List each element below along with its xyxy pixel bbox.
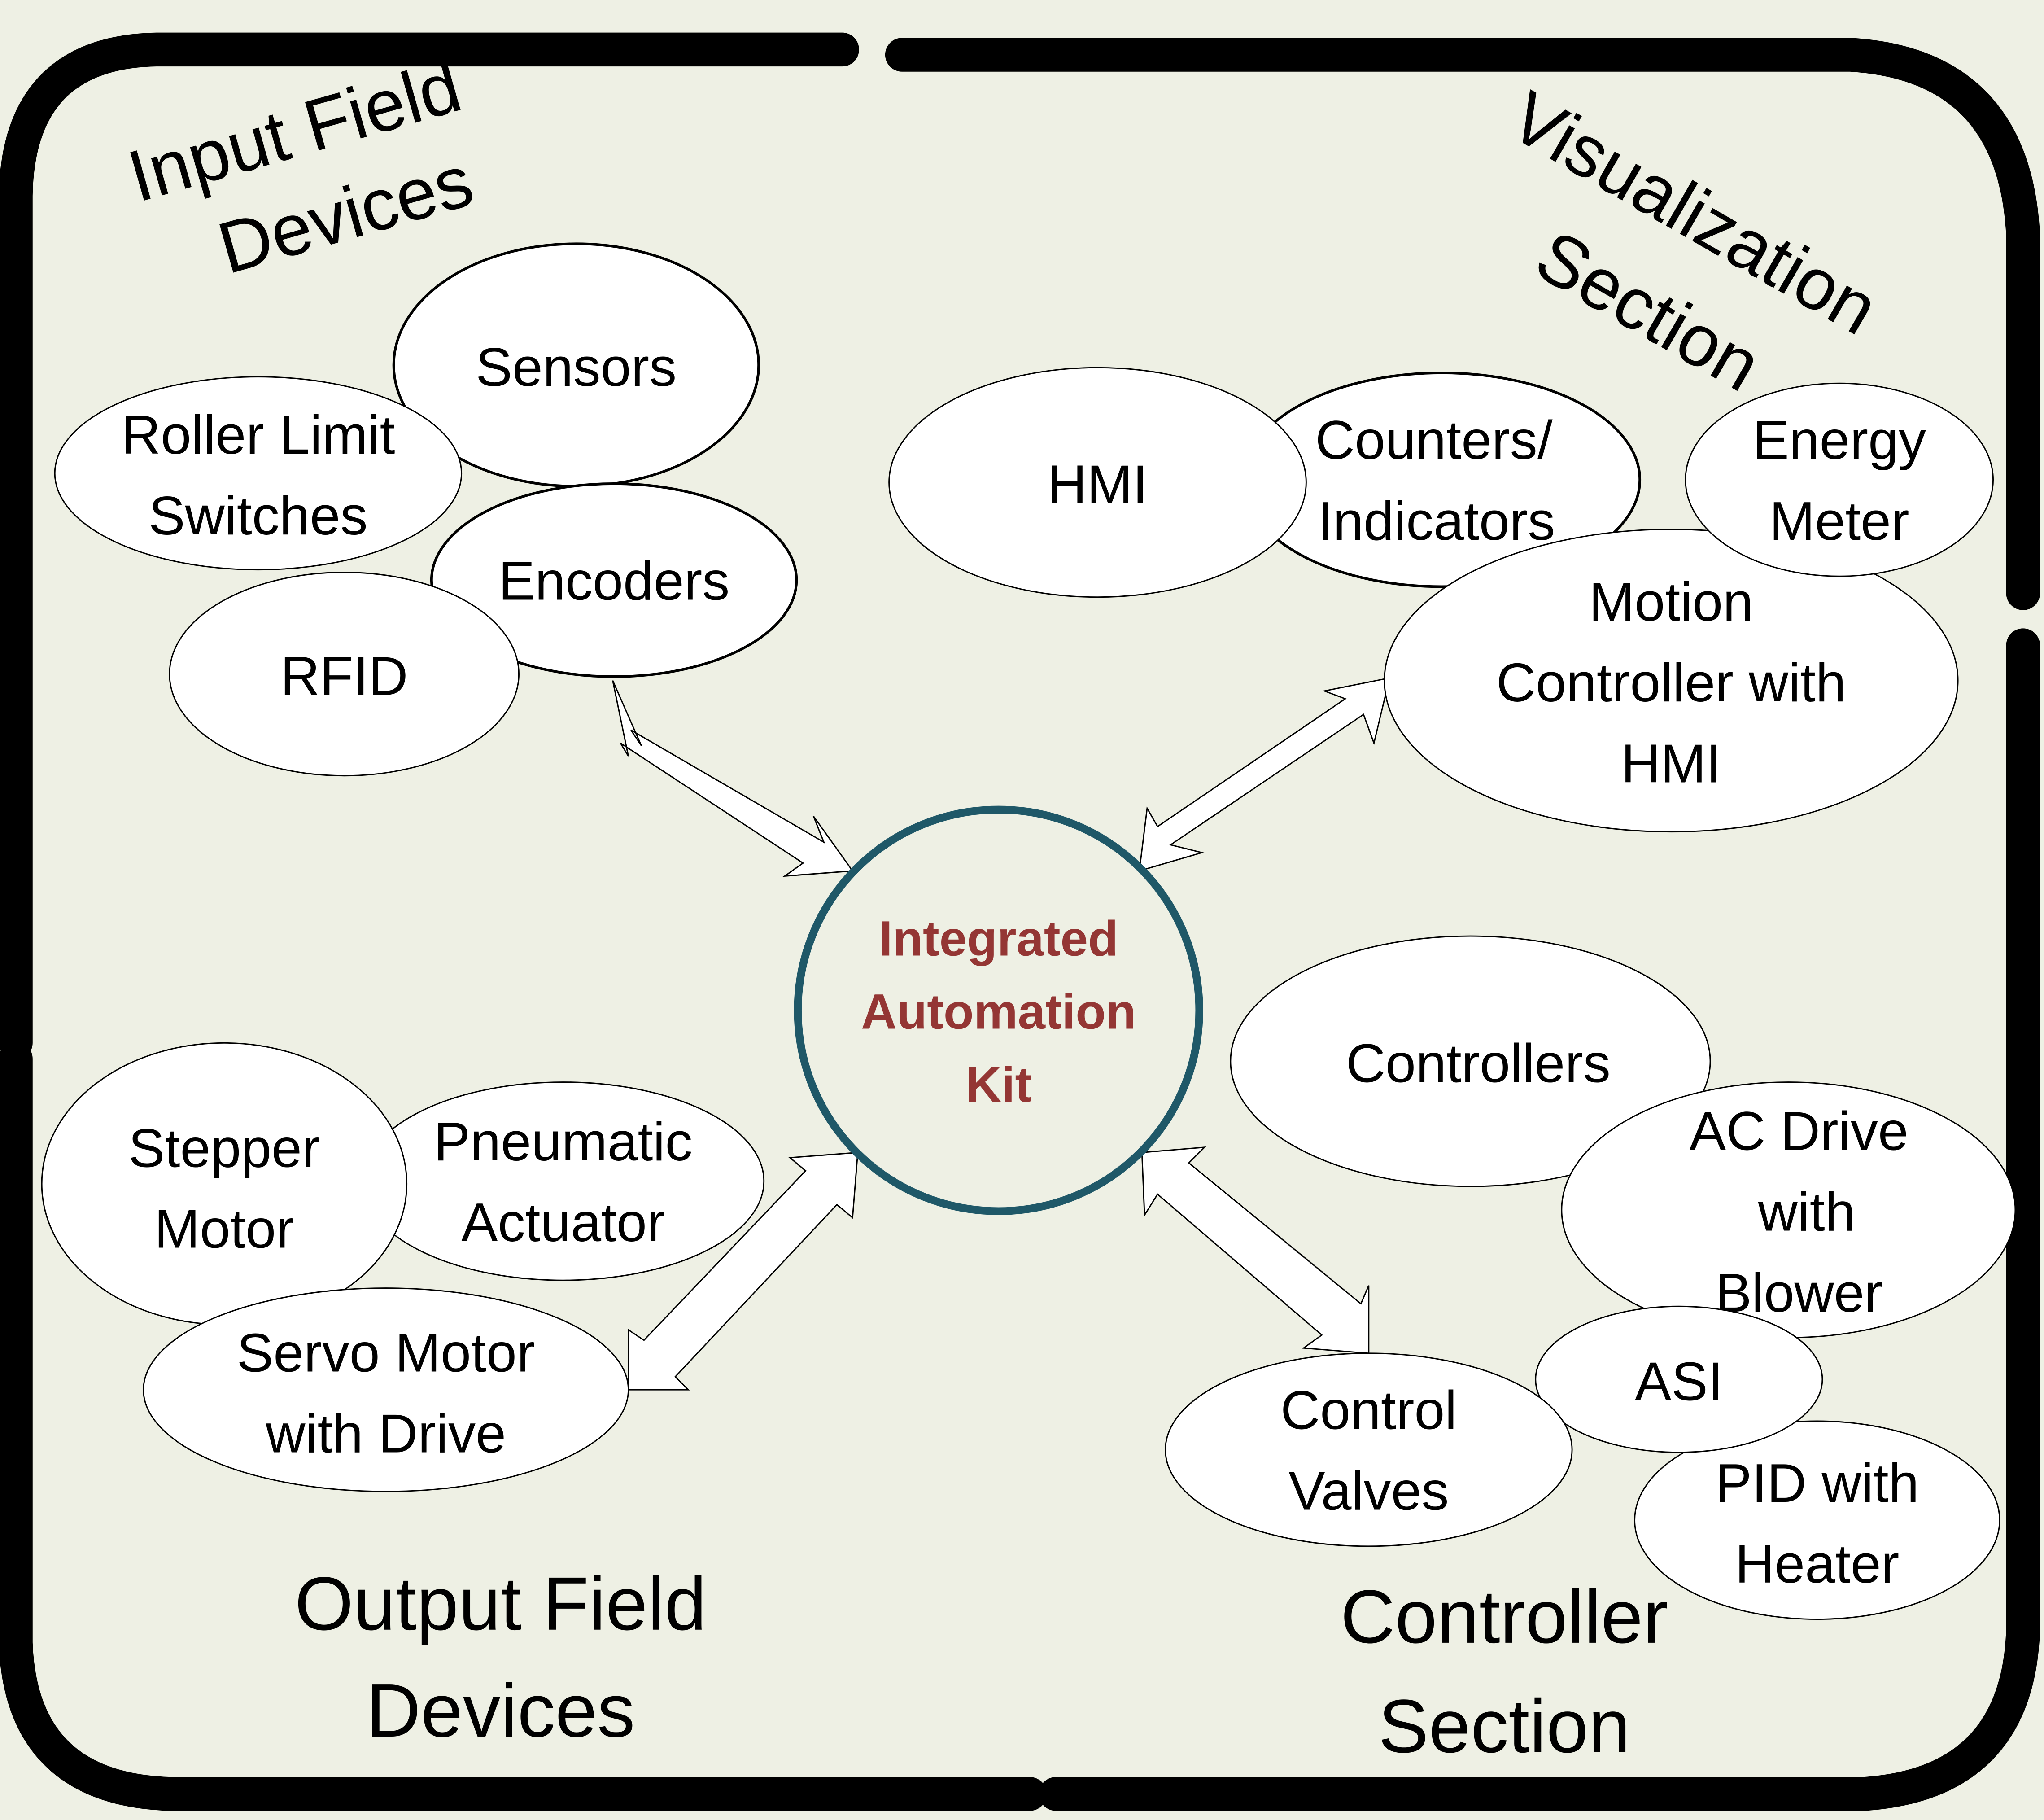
svg-text:with: with (1758, 1181, 1856, 1242)
svg-text:Actuator: Actuator (461, 1192, 665, 1253)
node-energy-meter: Energy Meter (1685, 382, 1994, 577)
svg-text:HMI: HMI (1048, 454, 1148, 515)
svg-text:AC Drive: AC Drive (1690, 1101, 1909, 1162)
svg-text:Sensors: Sensors (476, 337, 677, 398)
svg-text:Motor: Motor (154, 1199, 294, 1260)
svg-text:Meter: Meter (1769, 490, 1909, 551)
node-roller-limit-switches: Roller Limit Switches (54, 376, 463, 571)
node-ac-drive: AC Drive with Blower (1561, 1081, 2016, 1339)
svg-text:Devices: Devices (366, 1668, 635, 1753)
frame-bottom-right (1039, 628, 2040, 1811)
svg-text:Motion: Motion (1589, 571, 1753, 632)
svg-text:Output Field: Output Field (295, 1561, 707, 1646)
node-servo-motor: Servo Motor with Drive (143, 1287, 629, 1492)
section-output-heading: Output Field Devices (295, 1561, 707, 1753)
frame-top-left (0, 32, 859, 1060)
svg-text:Controller: Controller (1341, 1574, 1668, 1659)
svg-text:Energy: Energy (1752, 410, 1926, 471)
node-control-valves: Control Valves (1165, 1352, 1573, 1547)
svg-text:Controllers: Controllers (1346, 1033, 1611, 1094)
svg-text:ASI: ASI (1635, 1351, 1723, 1412)
svg-text:Indicators: Indicators (1318, 490, 1555, 551)
svg-text:Encoders: Encoders (498, 551, 729, 612)
node-motion-controller: Motion Controller with HMI (1384, 529, 1959, 833)
svg-text:Integrated: Integrated (879, 911, 1118, 967)
svg-text:Section: Section (1378, 1684, 1630, 1768)
svg-text:Heater: Heater (1735, 1533, 1899, 1594)
node-pid-heater: PID with Heater (1634, 1420, 2000, 1620)
svg-text:PID with: PID with (1715, 1452, 1919, 1514)
svg-text:Blower: Blower (1715, 1262, 1882, 1323)
svg-text:Controller with: Controller with (1496, 652, 1846, 713)
section-controller-heading: Controller Section (1341, 1574, 1668, 1768)
svg-text:Automation: Automation (861, 984, 1136, 1039)
svg-text:Kit: Kit (965, 1057, 1031, 1112)
node-counters-indicators-label: Counters/ Indicators (1315, 410, 1555, 551)
svg-text:Valves: Valves (1288, 1461, 1449, 1522)
node-stepper-motor: Stepper Motor (41, 1042, 408, 1326)
node-asi: ASI (1535, 1305, 1823, 1453)
svg-text:with Drive: with Drive (265, 1403, 506, 1464)
node-pneumatic-actuator: Pneumatic Actuator (362, 1081, 765, 1281)
svg-text:Switches: Switches (148, 485, 367, 546)
node-hmi: HMI (888, 367, 1307, 598)
svg-text:Servo Motor: Servo Motor (237, 1322, 535, 1383)
svg-text:Control: Control (1280, 1379, 1457, 1440)
node-rfid: RFID (169, 572, 520, 777)
svg-text:Pneumatic: Pneumatic (434, 1111, 692, 1172)
svg-text:Roller Limit: Roller Limit (121, 404, 395, 465)
node-controllers: Controllers (1230, 935, 1711, 1187)
frame-bottom-left (0, 1041, 1047, 1811)
svg-text:Stepper: Stepper (128, 1117, 320, 1178)
hub-integrated-automation-kit: Integrated Automation Kit (794, 805, 1203, 1215)
svg-text:HMI: HMI (1621, 733, 1721, 794)
svg-text:Counters/: Counters/ (1315, 410, 1553, 471)
svg-text:RFID: RFID (280, 646, 408, 707)
frame-top-right (885, 38, 2040, 610)
node-encoders: Encoders (430, 482, 798, 678)
frame (0, 32, 2040, 1811)
